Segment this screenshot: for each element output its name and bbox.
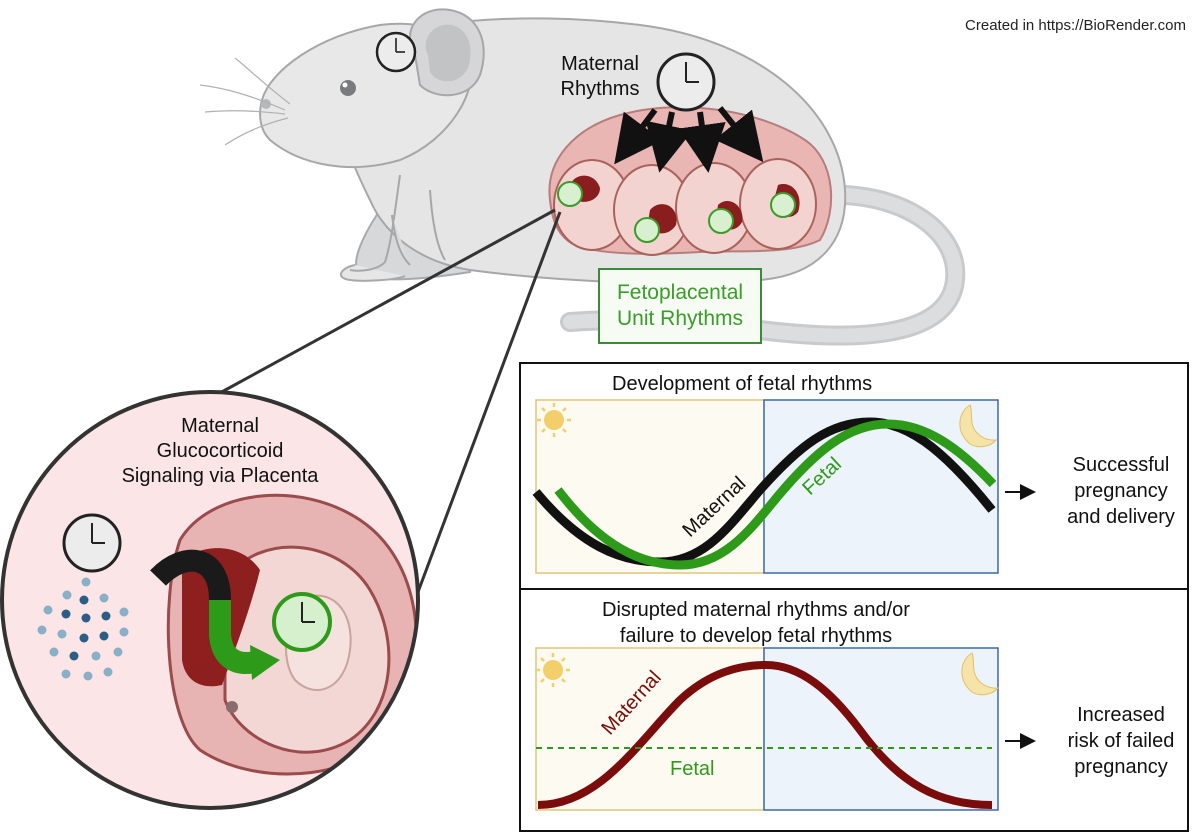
arrow-icon [614,106,764,173]
moon-icon [961,652,1000,696]
glucocorticoid-particles [37,577,129,681]
sun-icon [536,653,570,687]
clock-icon [272,592,332,652]
mouse-illustration [199,8,966,346]
clock-icon [656,52,716,112]
clock-icon [375,31,417,73]
clock-icon [62,513,122,573]
panel-title-normal: Development of fetal rhythms [612,373,873,395]
credit-text: Created in https://BioRender.com [965,17,1186,34]
clock-icon [557,181,796,243]
glucocorticoid-label: Maternal Glucocorticoid Signaling via Pl… [121,415,319,487]
panel-title-disrupted: Disrupted maternal rhythms and/or failur… [602,599,910,647]
outcome-success: Successful pregnancy and delivery [1067,454,1175,528]
fetal-curve-label: Fetal [670,758,714,780]
sun-icon [537,403,571,437]
moon-icon [959,404,998,448]
maternal-rhythms-label: Maternal Rhythms [560,53,640,100]
zoom-circle [0,390,420,810]
fetoplacental-rhythms-box: Fetoplacental Unit Rhythms [598,268,762,344]
outcome-failure: Increased risk of failed pregnancy [1067,704,1175,778]
plot-normal-rhythms [532,399,999,574]
plot-disrupted-rhythms [535,647,1000,811]
